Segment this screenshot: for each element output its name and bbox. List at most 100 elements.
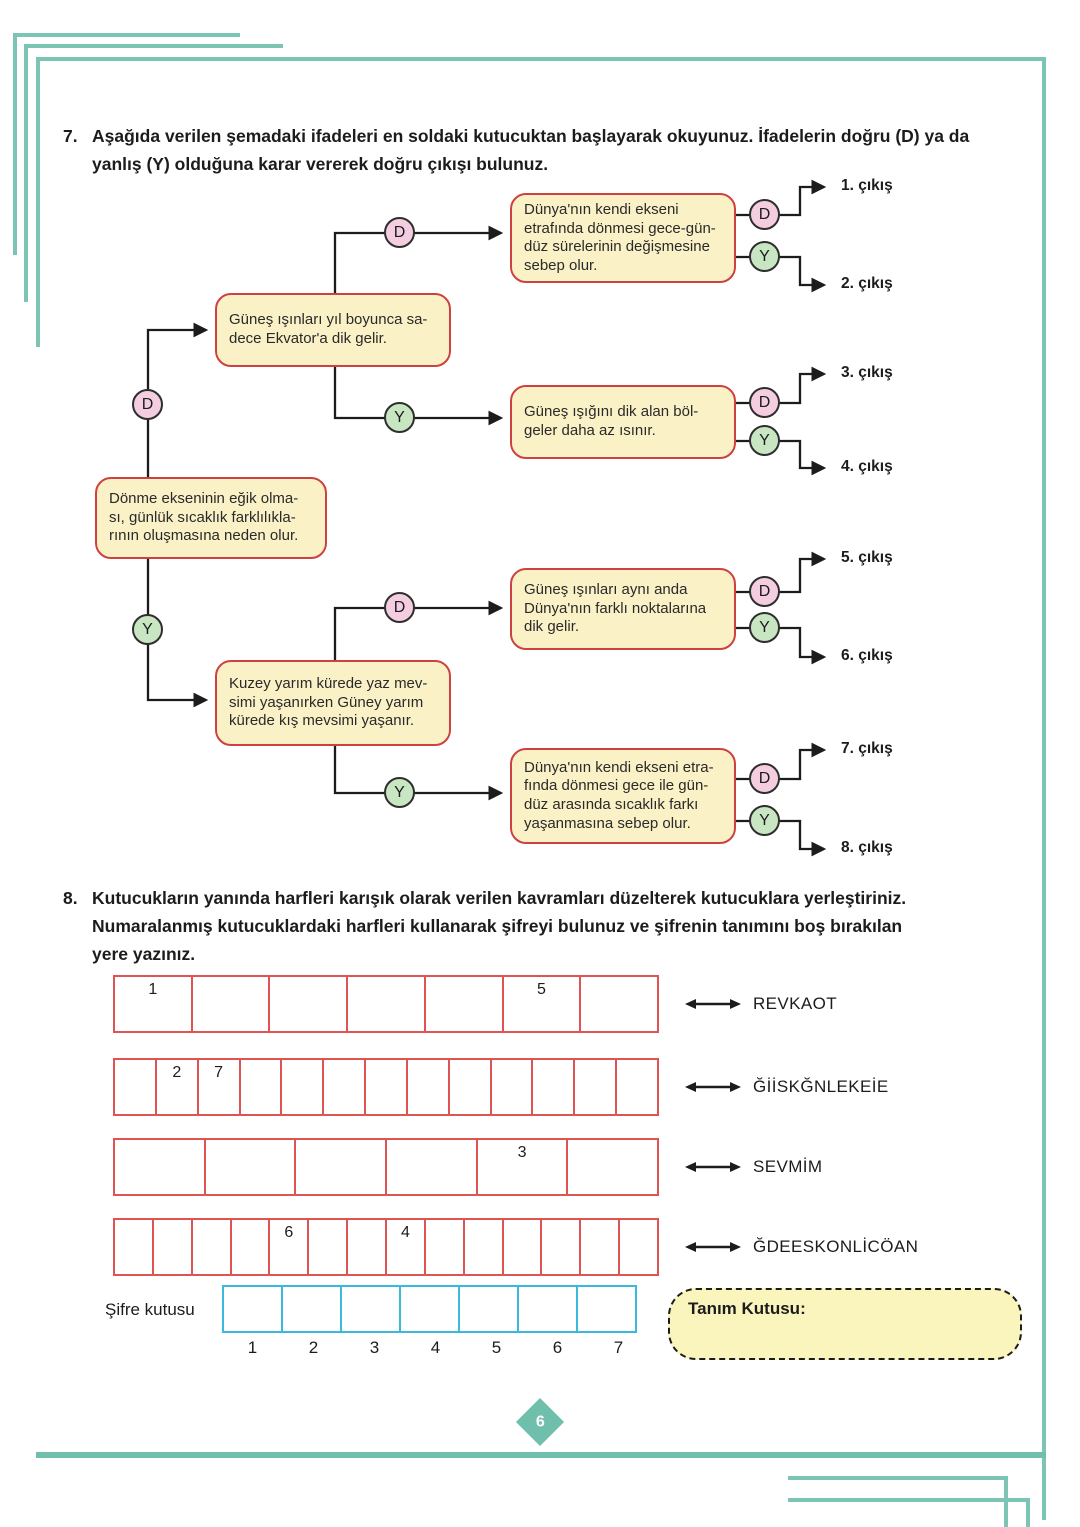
cell-number: 7 bbox=[214, 1064, 224, 1081]
double-arrow-icon bbox=[685, 1242, 741, 1252]
letter-cell bbox=[540, 1218, 582, 1276]
page-number: 6 bbox=[535, 1413, 545, 1430]
y-circle: Y bbox=[384, 402, 415, 433]
letter-cell bbox=[423, 975, 504, 1033]
flow-box-root: Dönme ekseninin eğik olma- sı, günlük sı… bbox=[95, 477, 327, 559]
letter-cell bbox=[113, 1218, 154, 1276]
d-circle: D bbox=[384, 217, 415, 248]
flow-box-sun-equator: Güneş ışınları yıl boyunca sa- dece Ekva… bbox=[215, 293, 451, 367]
scrambled-word: SEVMİM bbox=[753, 1157, 823, 1176]
letter-cell: 5 bbox=[501, 975, 582, 1033]
exit-label-1: 1. çıkış bbox=[841, 177, 893, 194]
cell-number: 4 bbox=[400, 1224, 410, 1241]
y-circle: Y bbox=[132, 614, 163, 645]
cipher-number: 3 bbox=[369, 1338, 380, 1357]
letter-cell bbox=[294, 1138, 388, 1196]
letter-cell bbox=[113, 1138, 206, 1196]
y-circle: Y bbox=[384, 777, 415, 808]
cipher-cell bbox=[399, 1285, 460, 1333]
letter-cell bbox=[615, 1058, 659, 1116]
frame-ornament bbox=[36, 57, 1046, 61]
d-circle: D bbox=[132, 389, 163, 420]
letter-cell bbox=[307, 1218, 349, 1276]
d-circle: D bbox=[749, 763, 780, 794]
d-circle: D bbox=[749, 387, 780, 418]
frame-ornament bbox=[788, 1498, 1030, 1502]
letter-cell bbox=[113, 1058, 157, 1116]
flow-box-sun-same-time: Güneş ışınları aynı anda Dünya'nın farkl… bbox=[510, 568, 736, 650]
frame-ornament bbox=[13, 33, 17, 255]
flow-box-north-summer: Kuzey yarım kürede yaz mev- simi yaşanır… bbox=[215, 660, 451, 746]
d-circle: D bbox=[749, 576, 780, 607]
letter-cell: 3 bbox=[475, 1138, 569, 1196]
letter-cell bbox=[447, 1058, 492, 1116]
letter-cell bbox=[489, 1058, 534, 1116]
frame-ornament bbox=[788, 1476, 1008, 1480]
scramble-row: 3 SEVMİM bbox=[113, 1138, 822, 1196]
letter-cell bbox=[579, 1218, 621, 1276]
cipher-number: 7 bbox=[613, 1338, 624, 1357]
cipher-number: 1 bbox=[247, 1338, 258, 1357]
scrambled-word: ĞDEESKONLİCÖAN bbox=[753, 1237, 919, 1256]
question-8-number: 8. bbox=[63, 888, 78, 908]
cipher-cell bbox=[576, 1285, 637, 1333]
question-7-number: 7. bbox=[63, 126, 78, 146]
letter-cell bbox=[190, 1218, 232, 1276]
frame-ornament bbox=[24, 44, 28, 302]
letter-cell bbox=[280, 1058, 325, 1116]
exit-label-7: 7. çıkış bbox=[841, 740, 893, 757]
letter-cell: 7 bbox=[196, 1058, 241, 1116]
frame-ornament bbox=[13, 33, 240, 37]
exit-label-3: 3. çıkış bbox=[841, 364, 893, 381]
double-arrow-icon bbox=[685, 1082, 741, 1092]
cipher-cell bbox=[340, 1285, 401, 1333]
letter-cell bbox=[268, 975, 349, 1033]
exit-label-2: 2. çıkış bbox=[841, 275, 893, 292]
letter-cell bbox=[566, 1138, 660, 1196]
letter-cell bbox=[423, 1218, 465, 1276]
frame-ornament bbox=[36, 57, 40, 347]
cipher-number: 2 bbox=[308, 1338, 319, 1357]
flow-box-rotation-temp-diff: Dünya'nın kendi ekseni etra- fında dönme… bbox=[510, 748, 736, 844]
cell-number: 1 bbox=[148, 981, 158, 998]
cell-number: 5 bbox=[537, 981, 546, 998]
frame-ornament bbox=[36, 1452, 1046, 1458]
letter-cell bbox=[190, 975, 271, 1033]
letter-cell: 6 bbox=[268, 1218, 310, 1276]
exit-label-5: 5. çıkış bbox=[841, 549, 893, 566]
definition-box: Tanım Kutusu: bbox=[668, 1288, 1022, 1360]
letter-cell bbox=[462, 1218, 504, 1276]
exit-label-4: 4. çıkış bbox=[841, 458, 893, 475]
cell-number: 2 bbox=[172, 1064, 182, 1081]
letter-cell bbox=[151, 1218, 193, 1276]
y-circle: Y bbox=[749, 241, 780, 272]
cipher-number: 4 bbox=[430, 1338, 441, 1357]
d-circle: D bbox=[384, 592, 415, 623]
letter-cell bbox=[346, 975, 426, 1033]
letter-cell: 4 bbox=[385, 1218, 426, 1276]
letter-cell bbox=[579, 975, 660, 1033]
frame-ornament bbox=[1042, 57, 1046, 1520]
letter-cell: 1 bbox=[113, 975, 193, 1033]
cipher-number: 5 bbox=[491, 1338, 502, 1357]
letter-cell bbox=[203, 1138, 297, 1196]
cipher-cells bbox=[222, 1285, 637, 1333]
double-arrow-icon bbox=[685, 1162, 741, 1172]
cipher-cell bbox=[222, 1285, 283, 1333]
letter-cell bbox=[229, 1218, 271, 1276]
flow-box-rotation-daynight: Dünya'nın kendi ekseni etrafında dönmesi… bbox=[510, 193, 736, 284]
letter-cell bbox=[531, 1058, 576, 1116]
flow-box-perpendicular-less-heat: Güneş ışığını dik alan böl- geler daha a… bbox=[510, 385, 736, 459]
letter-cell bbox=[346, 1218, 388, 1276]
exit-label-8: 8. çıkış bbox=[841, 839, 893, 856]
frame-ornament bbox=[1026, 1498, 1030, 1527]
letter-cell bbox=[385, 1138, 478, 1196]
frame-ornament bbox=[24, 44, 283, 48]
letter-cell bbox=[238, 1058, 283, 1116]
